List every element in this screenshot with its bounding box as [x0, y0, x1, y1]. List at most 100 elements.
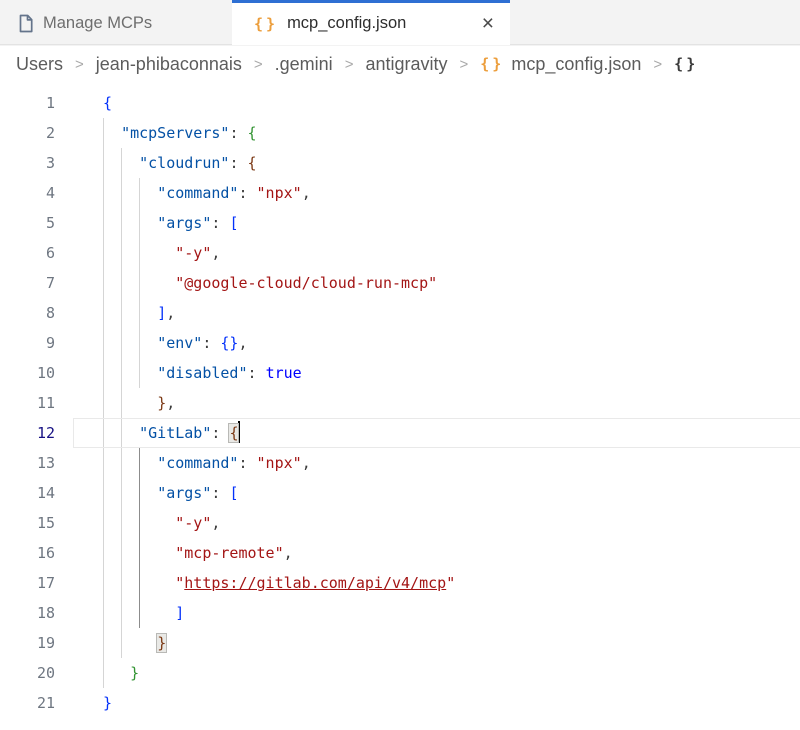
code-line[interactable]: 5 "args": [	[0, 208, 800, 238]
code-text: }	[103, 688, 112, 718]
code-line[interactable]: 4 "command": "npx",	[0, 178, 800, 208]
line-number: 12	[36, 424, 55, 442]
code-token: :	[247, 364, 266, 382]
code-line[interactable]: 6 "-y",	[0, 238, 800, 268]
code-text: "https://gitlab.com/api/v4/mcp"	[103, 568, 455, 598]
code-text: "env": {},	[103, 328, 247, 358]
code-line[interactable]: 7 "@google-cloud/cloud-run-mcp"	[0, 268, 800, 298]
breadcrumb-separator: >	[253, 55, 263, 73]
line-number: 2	[45, 124, 55, 142]
code-line[interactable]: 11 },	[0, 388, 800, 418]
code-line[interactable]: 18 ]	[0, 598, 800, 628]
line-number: 10	[36, 364, 55, 382]
code-token: "env"	[157, 334, 203, 352]
code-token	[103, 184, 157, 202]
code-token	[103, 274, 175, 292]
line-number: 1	[45, 94, 55, 112]
code-token: ]	[157, 304, 167, 322]
indent-guides	[0, 82, 800, 730]
code-token: ,	[301, 184, 311, 202]
code-token	[103, 424, 139, 442]
code-token	[103, 664, 130, 682]
breadcrumb-item[interactable]: .gemini	[274, 53, 333, 74]
tab-manage-mcps[interactable]: Manage MCPs	[0, 0, 232, 45]
breadcrumb-separator: >	[344, 55, 354, 73]
code-line[interactable]: 9 "env": {},	[0, 328, 800, 358]
code-line[interactable]: 15 "-y",	[0, 508, 800, 538]
code-line[interactable]: 19 }	[0, 628, 800, 658]
indent-guide	[121, 148, 123, 658]
code-token	[103, 244, 175, 262]
indent-guide	[103, 118, 104, 688]
breadcrumb-item[interactable]: Users	[16, 53, 64, 74]
tab-bar-filler	[510, 0, 800, 45]
code-token: "cloudrun"	[139, 154, 230, 172]
code-token: "command"	[157, 454, 239, 472]
code-token: }	[103, 694, 113, 712]
breadcrumb-separator: >	[75, 55, 84, 73]
code-token: "mcp-remote"	[175, 544, 284, 562]
code-token	[103, 604, 175, 622]
line-number: 21	[36, 694, 55, 712]
code-text: }	[103, 628, 168, 658]
line-number: 14	[36, 484, 55, 502]
code-line[interactable]: 17 "https://gitlab.com/api/v4/mcp"	[0, 568, 800, 598]
close-icon[interactable]: ×	[481, 12, 494, 35]
line-number: 8	[45, 304, 55, 322]
code-token: "args"	[157, 484, 212, 502]
line-number: 20	[36, 664, 55, 682]
code-text: {	[103, 88, 112, 118]
code-token: }	[157, 394, 167, 412]
code-token: ,	[166, 304, 176, 322]
tab-label: mcp_config.json	[287, 14, 407, 32]
breadcrumb-symbol[interactable]: {}	[674, 55, 699, 73]
code-text: "command": "npx",	[103, 448, 311, 478]
tab-label: Manage MCPs	[43, 14, 153, 32]
code-lines: 1{2 "mcpServers": {3 "cloudrun": {4 "com…	[0, 82, 800, 718]
code-text: "mcp-remote",	[103, 538, 292, 568]
code-editor[interactable]: 1{2 "mcpServers": {3 "cloudrun": {4 "com…	[0, 82, 800, 730]
code-line[interactable]: 3 "cloudrun": {	[0, 148, 800, 178]
code-token: "disabled"	[157, 364, 248, 382]
breadcrumb-file[interactable]: mcp_config.json	[511, 53, 642, 74]
code-line[interactable]: 2 "mcpServers": {	[0, 118, 800, 148]
code-token: [	[229, 484, 239, 502]
code-token: :	[211, 484, 230, 502]
code-text: "mcpServers": {	[103, 118, 256, 148]
code-text: ],	[103, 298, 175, 328]
code-line[interactable]: 1{	[0, 88, 800, 118]
code-text: "args": [	[103, 478, 238, 508]
code-token: {}	[220, 334, 239, 352]
code-token: https://gitlab.com/api/v4/mcp	[184, 574, 447, 592]
code-line[interactable]: 20 }	[0, 658, 800, 688]
code-line[interactable]: 14 "args": [	[0, 478, 800, 508]
json-icon: {}	[480, 55, 505, 73]
tab-bar: Manage MCPs {} mcp_config.json ×	[0, 0, 800, 46]
bracket-match: {	[228, 423, 240, 443]
text-cursor	[238, 421, 241, 443]
breadcrumb-item[interactable]: jean-phibaconnais	[95, 53, 242, 74]
code-token: :	[202, 334, 221, 352]
breadcrumb-item[interactable]: antigravity	[365, 53, 448, 74]
code-text: "GitLab": {	[103, 418, 241, 448]
code-token: "npx"	[256, 454, 302, 472]
line-number: 5	[45, 214, 55, 232]
code-text: },	[103, 388, 175, 418]
code-text: "disabled": true	[103, 358, 302, 388]
code-line[interactable]: 8 ],	[0, 298, 800, 328]
code-token: :	[229, 154, 248, 172]
code-token: }	[130, 664, 140, 682]
code-line[interactable]: 16 "mcp-remote",	[0, 538, 800, 568]
code-token: "-y"	[175, 514, 212, 532]
code-line[interactable]: 10 "disabled": true	[0, 358, 800, 388]
code-text: "-y",	[103, 508, 220, 538]
bracket-match: }	[156, 633, 168, 653]
code-token	[103, 304, 157, 322]
code-line[interactable]: 13 "command": "npx",	[0, 448, 800, 478]
code-text: "cloudrun": {	[103, 148, 256, 178]
tab-mcp-config-json[interactable]: {} mcp_config.json ×	[232, 0, 510, 45]
line-number: 17	[36, 574, 55, 592]
code-line[interactable]: 12 "GitLab": {	[0, 418, 800, 448]
code-text: "-y",	[103, 238, 220, 268]
code-line[interactable]: 21}	[0, 688, 800, 718]
